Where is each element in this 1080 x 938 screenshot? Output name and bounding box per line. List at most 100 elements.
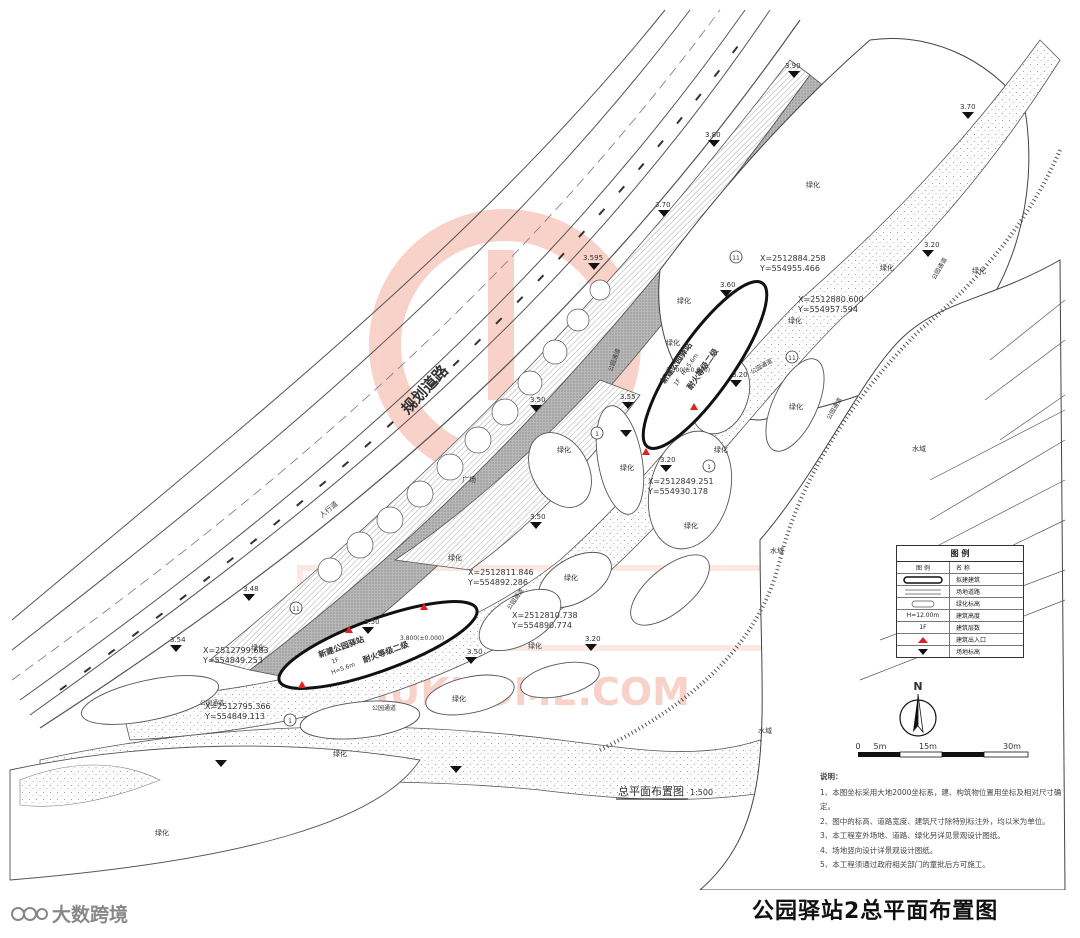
park-path-band <box>119 39 1061 741</box>
elev-label: 3.70 <box>655 201 671 209</box>
plaza-area <box>393 379 641 571</box>
north-label: N <box>913 680 922 693</box>
legend-row: 拟建建筑 <box>897 574 1023 586</box>
legend-row-name: 建筑出入口 <box>956 637 987 644</box>
callout-label: 11 <box>732 255 740 262</box>
building-upper-elev: 3.500(±0.000) <box>666 367 710 374</box>
brand-logo-icon <box>11 906 48 921</box>
callout-label: 1 <box>595 431 599 438</box>
green-label-6: 绿化 <box>666 338 680 347</box>
scale-tick: 30m <box>1003 742 1021 751</box>
callouts: 11 11 1 1 11 1 <box>283 250 799 727</box>
coordinate-labels: X=2512884.258 Y=554955.466 X=2512880.600… <box>202 254 864 721</box>
coord-x: X=2512811.846 <box>468 568 534 577</box>
elev-label: 3.20 <box>660 456 676 464</box>
drawing-title-text: 总平面布置图 <box>618 784 684 798</box>
elev-label: 3.50 <box>530 513 546 521</box>
park-path-label-7: 公园通道 <box>372 704 396 712</box>
legend-row-name: 建筑层数 <box>956 625 981 632</box>
legend-header-symbol: 图 例 <box>897 562 950 573</box>
legend-row: 场地道路 <box>897 586 1023 598</box>
legend-row: 绿化标高 <box>897 598 1023 610</box>
scale-tick: 15m <box>919 742 937 751</box>
green-label-16: 绿化 <box>452 694 466 703</box>
coord-y: Y=554957.594 <box>797 305 858 314</box>
coord-y: Y=554955.466 <box>759 264 820 273</box>
elev-label: 3.90 <box>785 62 801 70</box>
lower-left-pond <box>19 764 161 807</box>
green-label-17: 绿化 <box>333 749 347 758</box>
notes: 说明： 1、本图坐标采用大地2000坐标系，建、构筑物位置用坐标及相对尺寸确定。… <box>820 770 1070 873</box>
elev-label: 3.60 <box>720 281 736 289</box>
green-label-11: 绿化 <box>684 521 698 530</box>
legend-row: 场地标高 <box>897 646 1023 657</box>
legend-row-name: 建筑高度 <box>956 613 981 620</box>
elev-label: 3.595 <box>583 254 603 262</box>
elev-label: 3.50 <box>530 396 546 404</box>
coord-x: X=2512795.366 <box>205 702 271 711</box>
legend-row: H=12.00m 建筑高度 <box>897 610 1023 622</box>
building-upper <box>641 280 769 450</box>
legend-row: 建筑出入口 <box>897 634 1023 646</box>
callout-label: 11 <box>788 355 796 362</box>
legend-row-name: 绿化标高 <box>956 601 981 608</box>
green-label-9: 绿化 <box>557 445 571 454</box>
legend-row-name: 场地标高 <box>956 649 981 656</box>
green-label-12: 绿化 <box>564 573 578 582</box>
tree-row <box>317 279 611 583</box>
building-lower-elev: 3.800(±0.000) <box>400 635 444 642</box>
building-lower <box>277 600 479 690</box>
coord-x: X=2512849.251 <box>648 477 714 486</box>
coord-y: Y=554890.774 <box>511 621 572 630</box>
scale-tick: 5m <box>874 742 887 751</box>
elev-label: 3.80 <box>705 131 721 139</box>
elevation-marks <box>170 71 974 773</box>
water-label-1: 水域 <box>912 444 926 453</box>
notes-title: 说明： <box>820 772 843 781</box>
legend-row: 1F 建筑层数 <box>897 622 1023 634</box>
green-label-10: 绿化 <box>620 463 634 472</box>
elev-label: 3.55 <box>620 393 636 401</box>
coord-y: Y=554849.113 <box>204 712 265 721</box>
building-lower-floors: 1F <box>331 656 341 665</box>
note-item: 2、图中的标高、道路宽度、建筑尺寸除特别标注外，均以米为单位。 <box>820 816 1050 826</box>
coord-x: X=2512810.738 <box>512 611 578 620</box>
elevation-labels: 3.90 3.70 3.80 3.70 3.595 3.20 3.60 3.20… <box>170 62 976 656</box>
legend-row-name: 拟建建筑 <box>956 577 981 584</box>
callout-label: 1 <box>707 464 711 471</box>
green-label-18: 绿化 <box>155 828 169 837</box>
green-label-8: 绿化 <box>714 445 728 454</box>
note-item: 3、本工程室外场地、道路、绿化另详见景观设计图纸。 <box>820 831 1005 840</box>
elev-label: 3.54 <box>170 636 186 644</box>
note-item: 1、本图坐标采用大地2000坐标系，建、构筑物位置用坐标及相对尺寸确定。 <box>820 787 1062 812</box>
elev-label: 3.50 <box>364 618 380 626</box>
green-label-13: 绿化 <box>448 553 462 562</box>
page-caption: 公园驿站2总平面布置图 <box>752 899 999 924</box>
green-label-2: 绿化 <box>880 263 894 272</box>
legend-header: 图 例 名 称 <box>897 562 1023 574</box>
plaza-label: 广场 <box>462 475 476 484</box>
scale-tick: 0 <box>855 742 860 751</box>
elev-label: 3.20 <box>732 371 748 379</box>
site-plan-drawing: ZHUKHOME.COM <box>9 9 1066 890</box>
green-label-7: 绿化 <box>789 402 803 411</box>
elev-label: 3.20 <box>585 635 601 643</box>
elev-label: 3.48 <box>243 585 259 593</box>
entrance-marks <box>298 403 698 688</box>
drawing-title-scale: 1:500 <box>690 788 713 797</box>
legend-header-name: 名 称 <box>956 565 970 572</box>
legend-box: 图 例 图 例 名 称 拟建建筑 场地道路 绿化标高 H=12.00m 建筑高度… <box>896 545 1024 658</box>
shoreline-edge <box>599 149 1062 752</box>
green-label-4: 绿化 <box>677 296 691 305</box>
callout-label: 11 <box>292 606 300 613</box>
park-path-label-6: 公园通道 <box>200 699 224 707</box>
coord-y: Y=554892.286 <box>467 578 528 587</box>
water-label-2: 水域 <box>770 546 784 555</box>
planned-road <box>11 9 801 729</box>
building-upper-floors: 1F <box>673 377 683 387</box>
elev-label: 3.50 <box>467 648 483 656</box>
legend-row-symbol: 1F <box>897 622 950 633</box>
note-item: 5、本工程须通过政府相关部门的童批后方可施工。 <box>820 860 990 869</box>
green-label-15: 绿化 <box>528 641 542 650</box>
green-label-5: 绿化 <box>788 316 802 325</box>
